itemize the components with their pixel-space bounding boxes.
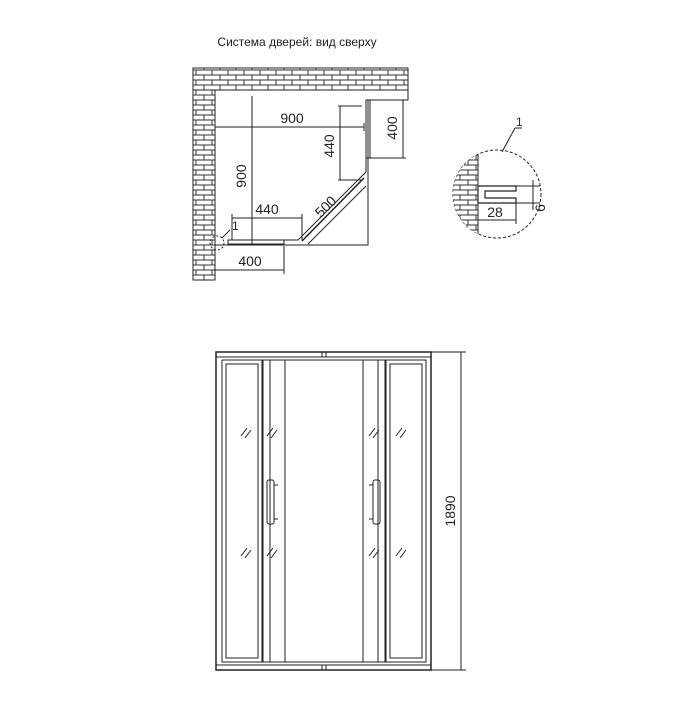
enclosure-inner-line bbox=[252, 110, 367, 241]
detail-callout-1: 1 bbox=[516, 115, 523, 129]
label-width-900: 900 bbox=[280, 110, 304, 126]
label-door-left-440: 440 bbox=[255, 201, 279, 217]
front-view bbox=[215, 351, 466, 671]
front-outer-frame bbox=[215, 351, 432, 671]
label-depth-900: 900 bbox=[233, 164, 249, 188]
reflect-mark-4 bbox=[395, 427, 407, 439]
reflect-mark-5 bbox=[240, 547, 252, 559]
label-callout-1: 1 bbox=[232, 219, 239, 233]
reflect-mark-8 bbox=[395, 547, 407, 559]
detail-circle bbox=[452, 149, 542, 239]
top-view bbox=[192, 67, 409, 281]
reflect-mark-7 bbox=[368, 547, 380, 559]
label-height-1890: 1890 bbox=[442, 495, 458, 526]
wall-left-bricks bbox=[192, 89, 216, 281]
callout-leader bbox=[221, 229, 231, 239]
dim-diagonal-line bbox=[307, 185, 367, 245]
right-panel bbox=[385, 359, 427, 663]
reflect-mark-6 bbox=[266, 547, 278, 559]
wall-top-bricks bbox=[192, 67, 409, 91]
label-fixed-bottom-400: 400 bbox=[238, 253, 262, 269]
detail-leader bbox=[501, 127, 516, 153]
left-panel-glass bbox=[225, 363, 259, 659]
glass-reflection-marks bbox=[240, 427, 407, 559]
reflect-mark-3 bbox=[368, 427, 380, 439]
right-handle bbox=[372, 479, 381, 525]
left-fixed-panel bbox=[227, 239, 285, 245]
label-fixed-right-400: 400 bbox=[384, 116, 400, 140]
reflect-mark-2 bbox=[266, 427, 278, 439]
profile-detail bbox=[452, 127, 542, 239]
label-profile-6: 6 bbox=[532, 204, 548, 212]
diagonal-door bbox=[301, 177, 365, 242]
profile-shape bbox=[477, 185, 517, 204]
left-panel bbox=[221, 359, 263, 663]
label-profile-28: 28 bbox=[487, 204, 503, 220]
label-door-right-440: 440 bbox=[321, 134, 337, 158]
reflect-mark-1 bbox=[240, 427, 252, 439]
right-panel-glass bbox=[389, 363, 423, 659]
diagram-title: Система дверей: вид сверху bbox=[217, 35, 376, 49]
callout-circle bbox=[209, 235, 225, 251]
left-handle bbox=[266, 479, 275, 525]
center-panel bbox=[284, 359, 364, 663]
right-door bbox=[362, 359, 386, 663]
detail-wall-bricks bbox=[453, 150, 478, 238]
